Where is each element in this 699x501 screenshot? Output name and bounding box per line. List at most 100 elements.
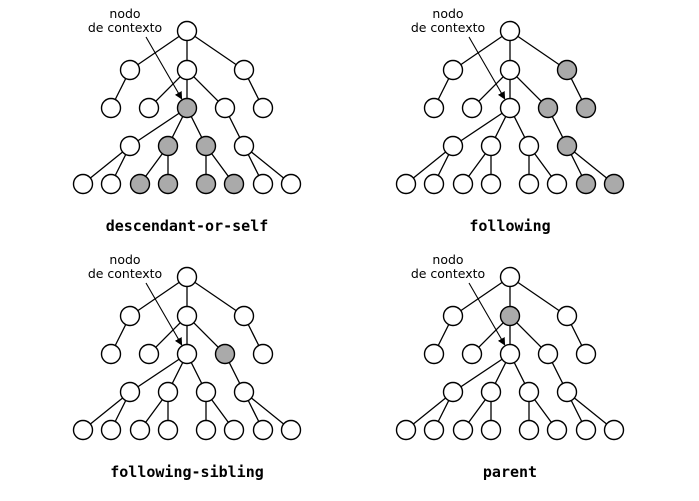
tree-node: [100, 419, 122, 441]
highlighted-node: [556, 59, 578, 81]
tree-edge: [171, 116, 184, 138]
tree-edge: [551, 116, 564, 138]
annotation-line-2: de contexto: [88, 266, 162, 281]
tree-node: [176, 266, 198, 288]
tree-edge: [228, 362, 241, 384]
tree-edge: [468, 153, 486, 177]
tree-edge: [194, 281, 237, 312]
tree-edge: [145, 153, 163, 177]
tree-node: [518, 381, 540, 403]
tree-node: [546, 173, 568, 195]
tree-edge: [478, 322, 504, 348]
tree-edge: [247, 154, 260, 176]
tree-edge: [516, 322, 542, 348]
tree-edge: [137, 358, 180, 388]
tree-node: [176, 59, 198, 81]
tree-node: [480, 135, 502, 157]
tree-node: [499, 59, 521, 81]
tree-edge: [513, 362, 526, 384]
tree-edge: [468, 399, 486, 423]
tree-node: [480, 419, 502, 441]
tree-node: [442, 381, 464, 403]
tree-node: [119, 305, 141, 327]
tree-node: [233, 305, 255, 327]
tree-node: [252, 419, 274, 441]
tree-edge: [437, 324, 450, 346]
tree-node: [556, 305, 578, 327]
tree-node: [499, 266, 521, 288]
tree-edge: [211, 399, 229, 423]
tree-node: [280, 173, 302, 195]
tree-node: [157, 419, 179, 441]
tree-node: [157, 381, 179, 403]
tree-edge: [211, 153, 229, 177]
tree-node: [442, 305, 464, 327]
tree-node: [518, 173, 540, 195]
tree-edge: [570, 324, 583, 346]
tree-node: [423, 419, 445, 441]
tree-edge: [570, 400, 583, 422]
tree-edge: [437, 78, 450, 100]
tree-node: [233, 135, 255, 157]
tree-edge: [517, 35, 560, 66]
tree-edge: [534, 399, 552, 423]
tree-node: [195, 419, 217, 441]
tree-edge: [193, 76, 219, 102]
tree-node: [72, 419, 94, 441]
tree-node: [119, 59, 141, 81]
highlighted-node: [195, 135, 217, 157]
highlighted-node: [157, 173, 179, 195]
context-arrow: [145, 36, 183, 100]
tree-edge: [114, 78, 127, 100]
tree-edge: [460, 112, 503, 142]
tree-node: [452, 419, 474, 441]
tree-node: [546, 419, 568, 441]
tree-edge: [193, 322, 219, 348]
tree-node: [452, 173, 474, 195]
annotation-line-1: nodo: [432, 6, 463, 21]
tree-node: [395, 419, 417, 441]
tree-node: [72, 173, 94, 195]
tree-node: [252, 173, 274, 195]
tree-node: [233, 59, 255, 81]
tree-edge: [190, 116, 203, 138]
axis-caption: descendant-or-self: [106, 217, 269, 235]
tree-edge: [194, 35, 237, 66]
tree-edge: [437, 400, 450, 422]
highlighted-node: [537, 97, 559, 119]
context-node: [499, 97, 521, 119]
tree-node: [252, 343, 274, 365]
tree-node: [461, 97, 483, 119]
tree-edge: [573, 397, 608, 425]
tree-node: [423, 343, 445, 365]
annotation-line-1: nodo: [432, 252, 463, 267]
tree-edge: [114, 324, 127, 346]
annotation-line-2: de contexto: [411, 266, 485, 281]
tree-edge: [570, 78, 583, 100]
tree-edge: [228, 116, 241, 138]
context-arrow: [468, 282, 506, 346]
tree-edge: [155, 76, 181, 102]
tree-node: [138, 343, 160, 365]
tree-edge: [494, 116, 507, 138]
tree-edge: [247, 78, 260, 100]
context-node: [499, 343, 521, 365]
context-arrow: [145, 282, 183, 346]
tree-edge: [551, 362, 564, 384]
tree-node: [176, 305, 198, 327]
highlighted-node: [499, 305, 521, 327]
tree-node: [100, 343, 122, 365]
tree-edge: [114, 400, 127, 422]
tree-node: [280, 419, 302, 441]
tree-edge: [114, 154, 127, 176]
tree-edge: [516, 76, 542, 102]
tree-edge: [478, 76, 504, 102]
tree-node: [176, 20, 198, 42]
tree-node: [461, 343, 483, 365]
tree-edge: [190, 362, 203, 384]
highlighted-node: [214, 343, 236, 365]
tree-edge: [171, 362, 184, 384]
